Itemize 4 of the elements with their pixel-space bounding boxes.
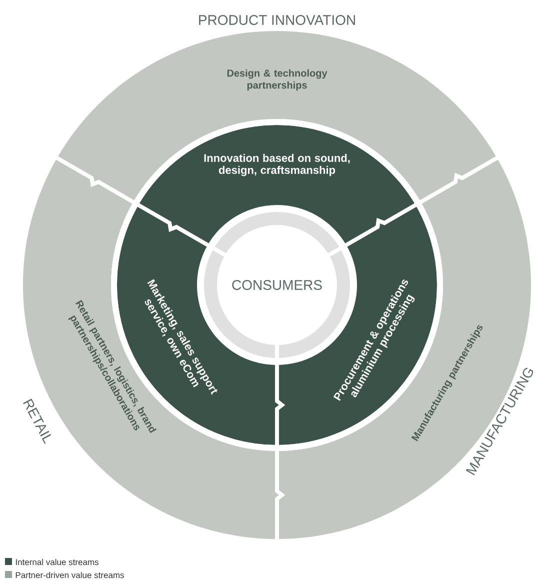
node-label: PRODUCT INNOVATION	[199, 15, 355, 25]
legend-label: Partner-driven value streams	[16, 572, 124, 578]
legend-label: Internal value streams	[16, 558, 98, 566]
ring-segment: Innovation based on sound, design, craftsmanship	[138, 124, 416, 245]
